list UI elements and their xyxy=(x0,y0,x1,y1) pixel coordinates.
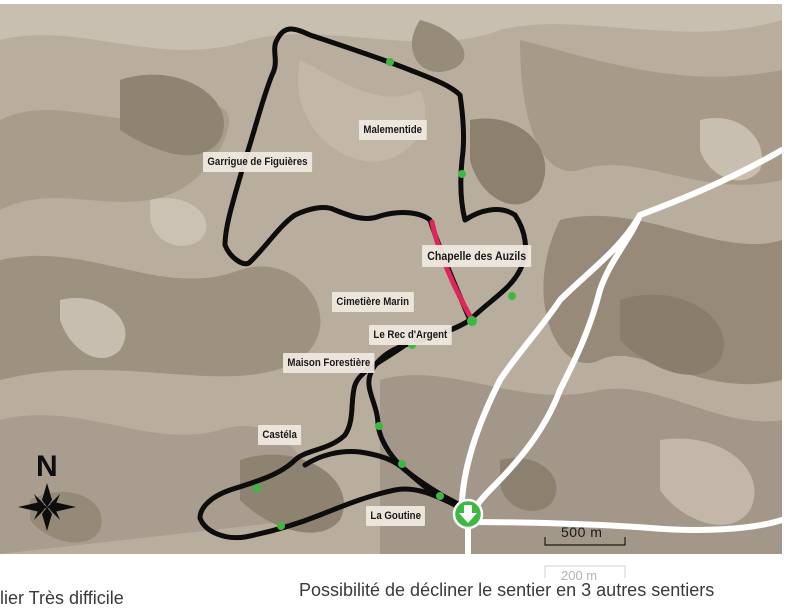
place-label-rec: Le Rec d'Argent xyxy=(369,325,452,345)
waypoint xyxy=(386,58,394,66)
place-label-cimetiere: Cimetière Marin xyxy=(332,292,414,312)
waypoint xyxy=(277,522,285,530)
terrain-background xyxy=(0,4,782,554)
trail-north-loop xyxy=(222,26,528,323)
place-label-maison: Maison Forestière xyxy=(283,353,375,373)
start-marker[interactable] xyxy=(452,498,484,530)
place-label-garrigue: Garrigue de Figuières xyxy=(203,152,312,172)
trail-west-loop xyxy=(197,342,458,541)
place-label-castela: Castéla xyxy=(258,425,302,445)
ghost-scale-label: 200 m xyxy=(561,568,598,583)
compass-rose-icon xyxy=(18,483,76,531)
waypoint xyxy=(458,170,466,178)
north-label: N xyxy=(36,450,58,483)
scale-label: 500 m xyxy=(561,524,603,540)
waypoint xyxy=(253,484,261,492)
scale-bar xyxy=(544,537,626,546)
place-label-chapelle: Chapelle des Auzils xyxy=(422,245,532,267)
waypoint xyxy=(467,316,477,326)
road-north xyxy=(459,212,643,503)
waypoint xyxy=(508,292,516,300)
place-label-malementide: Malementide xyxy=(359,120,427,140)
waypoint xyxy=(436,492,444,500)
waypoint xyxy=(375,422,383,430)
scale-bar-ghost xyxy=(544,565,626,578)
place-label-goutine: La Goutine xyxy=(366,506,426,526)
road-main xyxy=(465,147,785,557)
difficulty-text: ilier Très difficile xyxy=(0,588,124,608)
waypoint xyxy=(398,460,406,468)
road-east xyxy=(465,517,785,533)
variants-text: Possibilité de décliner le sentier en 3 … xyxy=(299,580,715,600)
roads xyxy=(459,147,785,557)
